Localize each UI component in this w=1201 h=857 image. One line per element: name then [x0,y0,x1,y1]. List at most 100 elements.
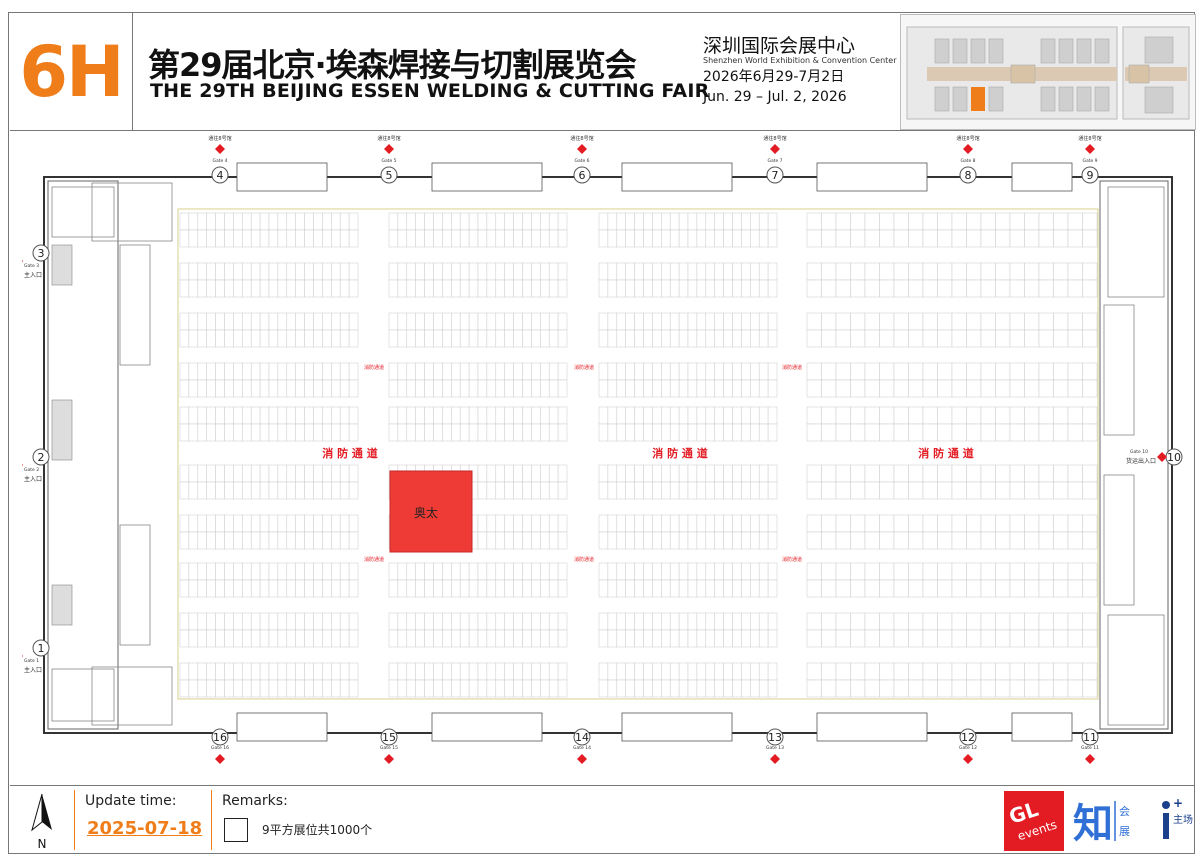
booth-cell[interactable] [197,262,207,281]
booth-cell[interactable] [850,212,866,231]
booth-cell[interactable] [607,329,618,348]
booth-cell[interactable] [250,406,261,425]
booth-cell[interactable] [1053,212,1069,231]
booth-cell[interactable] [1053,531,1069,550]
booth-cell[interactable] [687,362,698,381]
booth-cell[interactable] [197,329,207,348]
booth-cell[interactable] [486,531,497,550]
booth-cell[interactable] [242,362,252,381]
booth-cell[interactable] [1053,464,1069,483]
booth-cell[interactable] [643,262,653,281]
booth-cell[interactable] [893,612,909,631]
booth-cell[interactable] [723,679,733,698]
booth-cell[interactable] [442,579,452,598]
booth-cell[interactable] [433,579,443,598]
booth-cell[interactable] [652,312,662,331]
booth-cell[interactable] [295,679,305,698]
booth-cell[interactable] [388,662,399,681]
booth-cell[interactable] [250,279,261,298]
booth-cell[interactable] [495,481,505,500]
booth-cell[interactable] [197,662,207,681]
booth-cell[interactable] [980,464,996,483]
booth-cell[interactable] [540,531,550,550]
booth-cell[interactable] [348,662,359,681]
booth-cell[interactable] [678,329,689,348]
booth-cell[interactable] [1082,662,1098,681]
booth-cell[interactable] [821,579,837,598]
booth-cell[interactable] [607,262,618,281]
booth-cell[interactable] [687,464,698,483]
booth-cell[interactable] [459,279,470,298]
booth-cell[interactable] [179,312,190,331]
booth-cell[interactable] [767,612,778,631]
booth-cell[interactable] [966,481,982,500]
booth-cell[interactable] [295,379,305,398]
booth-cell[interactable] [669,212,680,231]
booth-cell[interactable] [233,464,243,483]
booth-cell[interactable] [835,464,851,483]
booth-cell[interactable] [758,329,769,348]
booth-cell[interactable] [250,612,261,631]
booth-cell[interactable] [806,379,822,398]
booth-cell[interactable] [669,579,680,598]
booth-cell[interactable] [922,662,938,681]
booth-cell[interactable] [951,562,967,581]
booth-cell[interactable] [348,406,359,425]
booth-cell[interactable] [661,423,671,442]
booth-cell[interactable] [821,423,837,442]
booth-cell[interactable] [835,406,851,425]
booth-cell[interactable] [696,662,707,681]
booth-cell[interactable] [1024,423,1040,442]
booth-cell[interactable] [339,262,350,281]
booth-cell[interactable] [850,679,866,698]
booth-cell[interactable] [835,212,851,231]
booth-cell[interactable] [206,312,216,331]
booth-cell[interactable] [1082,379,1098,398]
booth-cell[interactable] [1067,662,1083,681]
booth-cell[interactable] [995,229,1011,248]
booth-cell[interactable] [188,679,199,698]
booth-cell[interactable] [661,662,671,681]
booth-cell[interactable] [1082,629,1098,648]
booth-cell[interactable] [495,279,505,298]
booth-cell[interactable] [397,262,408,281]
booth-cell[interactable] [669,406,680,425]
booth-cell[interactable] [652,279,662,298]
booth-cell[interactable] [980,514,996,533]
booth-cell[interactable] [322,406,332,425]
booth-cell[interactable] [433,212,443,231]
booth-cell[interactable] [486,423,497,442]
booth-cell[interactable] [304,406,314,425]
booth-cell[interactable] [643,612,653,631]
booth-cell[interactable] [1053,406,1069,425]
booth-cell[interactable] [741,279,751,298]
booth-cell[interactable] [459,679,470,698]
booth-cell[interactable] [495,464,505,483]
booth-cell[interactable] [687,279,698,298]
booth-cell[interactable] [1053,312,1069,331]
booth-cell[interactable] [732,312,742,331]
booth-cell[interactable] [468,679,479,698]
booth-cell[interactable] [495,662,505,681]
booth-cell[interactable] [598,629,609,648]
booth-cell[interactable] [286,679,296,698]
booth-cell[interactable] [495,579,505,598]
booth-cell[interactable] [557,662,568,681]
booth-cell[interactable] [339,464,350,483]
booth-cell[interactable] [723,329,733,348]
left-gate-circle[interactable] [32,244,50,262]
booth-cell[interactable] [433,629,443,648]
booth-cell[interactable] [864,212,880,231]
booth-cell[interactable] [242,579,252,598]
booth-cell[interactable] [1067,362,1083,381]
booth-cell[interactable] [741,379,751,398]
booth-cell[interactable] [714,464,724,483]
booth-cell[interactable] [477,212,488,231]
booth-cell[interactable] [348,579,359,598]
booth-cell[interactable] [459,312,470,331]
booth-cell[interactable] [331,579,341,598]
booth-cell[interactable] [513,562,523,581]
booth-cell[interactable] [468,662,479,681]
booth-cell[interactable] [540,629,550,648]
booth-cell[interactable] [348,379,359,398]
